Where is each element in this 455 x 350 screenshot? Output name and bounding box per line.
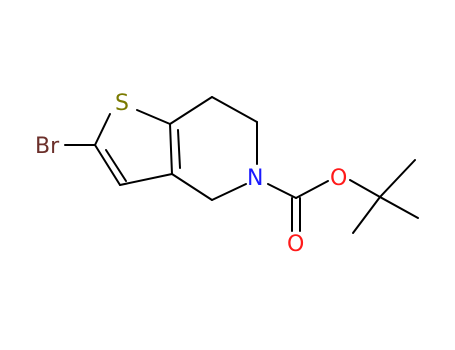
atom-labels: Br S N O O: [35, 91, 347, 257]
bond-s-c7a: [136, 109, 171, 125]
atom-sulfur: S: [115, 91, 129, 116]
atom-nitrogen: N: [247, 166, 263, 191]
atom-oxygen-ester: O: [330, 166, 347, 191]
bond-cquat-methyl-right: [379, 196, 419, 219]
bond-oester-cquat: [349, 179, 381, 198]
bond-c2-s: [94, 113, 111, 146]
bond-c3a-c4: [171, 173, 213, 201]
bond-n-ccarbonyl: [267, 183, 297, 199]
bonds: [64, 96, 419, 234]
bond-c4-n: [211, 183, 247, 201]
bond-c7-c6: [211, 96, 258, 123]
bond-ccarbonyl-oester: [295, 180, 329, 199]
atom-oxygen-carbonyl: O: [287, 232, 304, 257]
bond-c3-c3a: [119, 173, 173, 186]
bond-cquat-methyl-top: [379, 159, 416, 198]
bond-c2-c3: [94, 144, 121, 186]
bond-c7a-c7: [169, 96, 213, 125]
bond-c2-c3-double: [105, 149, 127, 182]
bond-c3a-c7a: [169, 123, 173, 175]
bond-c3a-c7a-double: [177, 129, 181, 169]
bond-cquat-methyl-bottom: [352, 196, 381, 234]
atom-bromine: Br: [35, 134, 60, 159]
